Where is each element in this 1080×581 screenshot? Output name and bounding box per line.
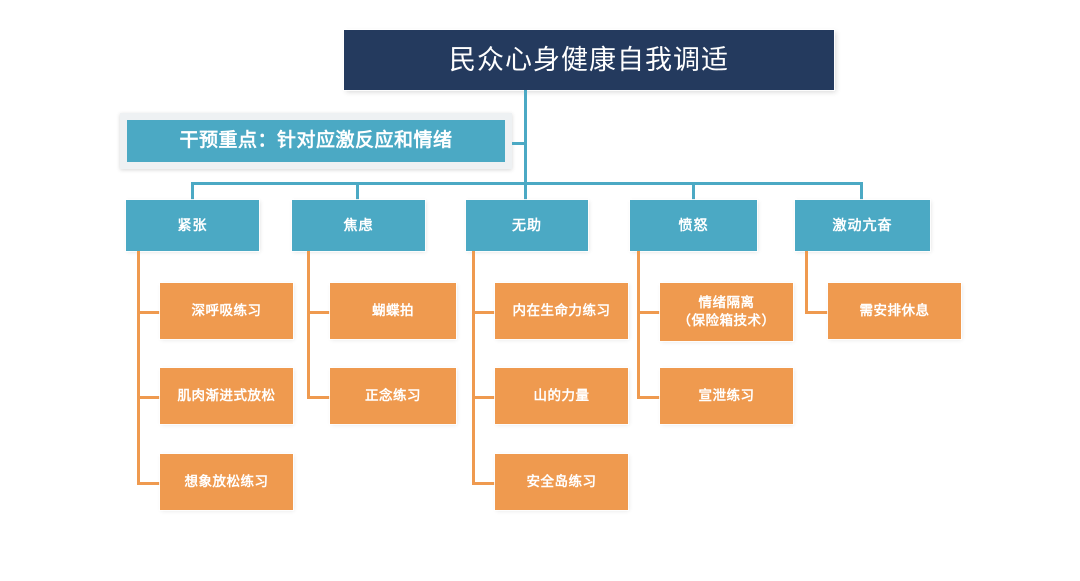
item-label-col4-2: 宣泄练习	[698, 387, 755, 403]
connector-drop-2	[356, 182, 359, 200]
item-box-col4-2: 宣泄练习	[660, 368, 793, 424]
item-label-col2-2: 正念练习	[365, 387, 421, 403]
item-box-col2-2: 正念练习	[330, 368, 456, 424]
connector-spine-col2	[307, 251, 310, 399]
connector-spine-col3	[472, 251, 475, 485]
category-box-4: 愤怒	[630, 200, 757, 251]
connector-drop-5	[860, 182, 863, 200]
category-label-5: 激动亢奋	[832, 217, 893, 234]
item-box-col3-1: 内在生命力练习	[495, 283, 628, 339]
item-box-col3-2: 山的力量	[495, 368, 628, 424]
connector-trunk-vertical	[524, 90, 527, 184]
connector-stub-col4-item1	[637, 311, 660, 314]
item-box-col1-3: 想象放松练习	[160, 454, 293, 510]
connector-stub-col4-item2	[637, 396, 660, 399]
connector-drop-4	[692, 182, 695, 200]
item-label-col1-1: 深呼吸练习	[191, 302, 262, 318]
connector-spine-col5	[805, 251, 808, 314]
root-title-box: 民众心身健康自我调适	[344, 30, 834, 90]
item-label-col4-1-line2: （保险箱技术）	[677, 313, 776, 328]
connector-stub-col5-item1	[805, 311, 828, 314]
item-box-col2-1: 蝴蝶拍	[330, 283, 456, 339]
item-label-col2-1: 蝴蝶拍	[372, 302, 414, 318]
root-title-text: 民众心身健康自我调适	[449, 44, 729, 75]
category-label-1: 紧张	[177, 217, 208, 234]
connector-drop-3	[524, 182, 527, 200]
connector-stub-col1-item2	[137, 396, 160, 399]
connector-stub-col2-item1	[307, 311, 330, 314]
connector-distribution-bar	[191, 182, 863, 185]
item-box-col3-3: 安全岛练习	[495, 454, 628, 510]
item-box-col1-2: 肌肉渐进式放松	[160, 368, 293, 424]
connector-drop-1	[191, 182, 194, 200]
connector-stub-col2-item2	[307, 396, 330, 399]
item-box-col4-1: 情绪隔离 （保险箱技术）	[660, 283, 793, 341]
item-label-col5-1: 需安排休息	[859, 302, 930, 318]
connector-stub-col1-item1	[137, 311, 160, 314]
category-label-4: 愤怒	[678, 217, 709, 234]
connector-spine-col4	[637, 251, 640, 399]
category-box-5: 激动亢奋	[795, 200, 930, 251]
connector-spine-col1	[137, 251, 140, 485]
connector-stub-col3-item2	[472, 396, 495, 399]
item-label-col3-1: 内在生命力练习	[512, 302, 611, 318]
connector-stub-col3-item3	[472, 482, 495, 485]
focus-text: 干预重点：针对应激反应和情绪	[179, 130, 453, 152]
connector-stub-col3-item1	[472, 311, 495, 314]
item-label-col1-3: 想象放松练习	[184, 473, 269, 489]
connector-focus-stub	[512, 142, 527, 145]
category-box-1: 紧张	[126, 200, 259, 251]
category-box-3: 无助	[466, 200, 588, 251]
focus-box: 干预重点：针对应激反应和情绪	[120, 113, 512, 169]
category-box-2: 焦虑	[292, 200, 425, 251]
connector-stub-col1-item3	[137, 482, 160, 485]
category-label-2: 焦虑	[343, 217, 374, 234]
item-label-col1-2: 肌肉渐进式放松	[177, 387, 276, 403]
item-label-col4-1: 情绪隔离	[698, 294, 755, 310]
item-label-col3-2: 山的力量	[533, 387, 590, 403]
item-box-col1-1: 深呼吸练习	[160, 283, 293, 339]
item-label-col3-3: 安全岛练习	[526, 473, 597, 489]
item-box-col5-1: 需安排休息	[828, 283, 961, 339]
category-label-3: 无助	[512, 217, 542, 234]
